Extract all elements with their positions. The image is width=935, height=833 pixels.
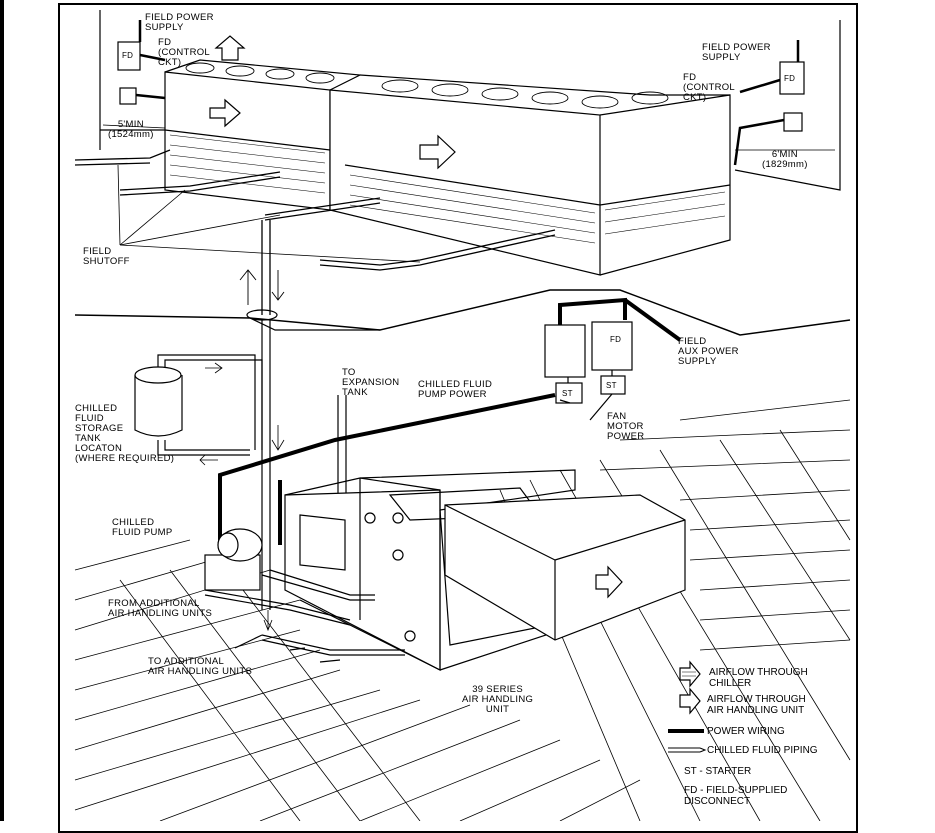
supply-duct — [444, 494, 686, 641]
chilled-fluid-piping-bottom — [204, 569, 405, 663]
fd-label-aux: FD — [610, 335, 622, 344]
legend-chilled-piping: CHILLED FLUID PIPING — [707, 745, 818, 756]
chiller-airflow-arrow-up — [214, 35, 246, 61]
st-label-1: ST — [562, 389, 573, 398]
storage-tank — [134, 354, 263, 466]
riser-pipes — [261, 320, 347, 610]
fd-label-top-right: FD — [784, 74, 796, 83]
label-clearance-left: 5'MIN (1524mm) — [108, 119, 154, 140]
label-fd-control-right: FD (CONTROL CKT) — [683, 72, 736, 103]
small-box-top-left — [119, 87, 137, 105]
label-fd-control-left: FD (CONTROL CKT) — [158, 37, 211, 68]
label-field-power-supply-left: FIELD POWER SUPPLY — [145, 12, 214, 33]
roof-line — [74, 289, 851, 336]
chilled-fluid-piping-top — [74, 149, 556, 315]
left-wall — [99, 10, 165, 150]
label-field-shutoff: FIELD SHUTOFF — [83, 246, 130, 267]
legend-airflow-ahu: AIRFLOW THROUGH AIR HANDLING UNIT — [707, 694, 806, 716]
label-chilled-fluid-pump: CHILLED FLUID PUMP — [112, 517, 173, 538]
left-edge-bar — [0, 0, 4, 821]
ahu-airflow-arrow — [595, 565, 623, 599]
legend-piping-icon — [668, 747, 707, 753]
fd-box-aux-2 — [591, 321, 633, 371]
legend-starter: ST - STARTER — [684, 766, 752, 777]
label-to-additional-ahu: TO ADDITIONAL AIR HANDLING UNITS — [148, 656, 253, 677]
right-wall — [734, 20, 841, 191]
chiller-unit-right — [329, 74, 731, 276]
legend-ahu-arrow-icon — [679, 687, 701, 715]
label-chilled-fluid-pump-power: CHILLED FLUID PUMP POWER — [418, 379, 493, 400]
label-fan-motor-power: FAN MOTOR POWER — [607, 411, 645, 442]
floor-grid — [74, 399, 851, 821]
small-box-top-right — [783, 112, 803, 132]
legend-symbols — [668, 660, 707, 753]
label-ahu-39-series: 39 SERIES AIR HANDLING UNIT — [462, 684, 534, 715]
label-clearance-right: 6'MIN (1829mm) — [762, 149, 808, 170]
power-wiring-pump — [218, 393, 556, 545]
label-to-expansion-tank: TO EXPANSION TANK — [342, 367, 400, 398]
chiller-airflow-arrow-right-1 — [209, 98, 241, 128]
starter-box-2 — [600, 375, 626, 395]
legend-chiller-arrow-icon — [679, 660, 701, 688]
fd-box-aux-1 — [544, 324, 586, 378]
label-field-aux-power: FIELD AUX POWER SUPPLY — [678, 336, 739, 367]
fd-label-top-left: FD — [122, 51, 134, 60]
power-wiring-aux — [558, 297, 682, 342]
legend-power-wiring: POWER WIRING — [707, 726, 785, 737]
chiller-fans — [185, 62, 669, 109]
legend-disconnect: FD - FIELD-SUPPLIED DISCONNECT — [684, 785, 788, 807]
chiller-airflow-arrow-right-2 — [419, 134, 456, 170]
label-from-additional-ahu: FROM ADDITIONAL AIR HANDLING UNITS — [108, 598, 213, 619]
fd-box-top-right — [779, 61, 805, 95]
chilled-fluid-pump — [204, 528, 263, 591]
st-label-2: ST — [606, 381, 617, 390]
legend-airflow-chiller: AIRFLOW THROUGH CHILLER — [709, 667, 808, 689]
label-field-power-supply-right: FIELD POWER SUPPLY — [702, 42, 771, 63]
label-storage-tank: CHILLED FLUID STORAGE TANK LOCATON (WHER… — [75, 403, 175, 464]
